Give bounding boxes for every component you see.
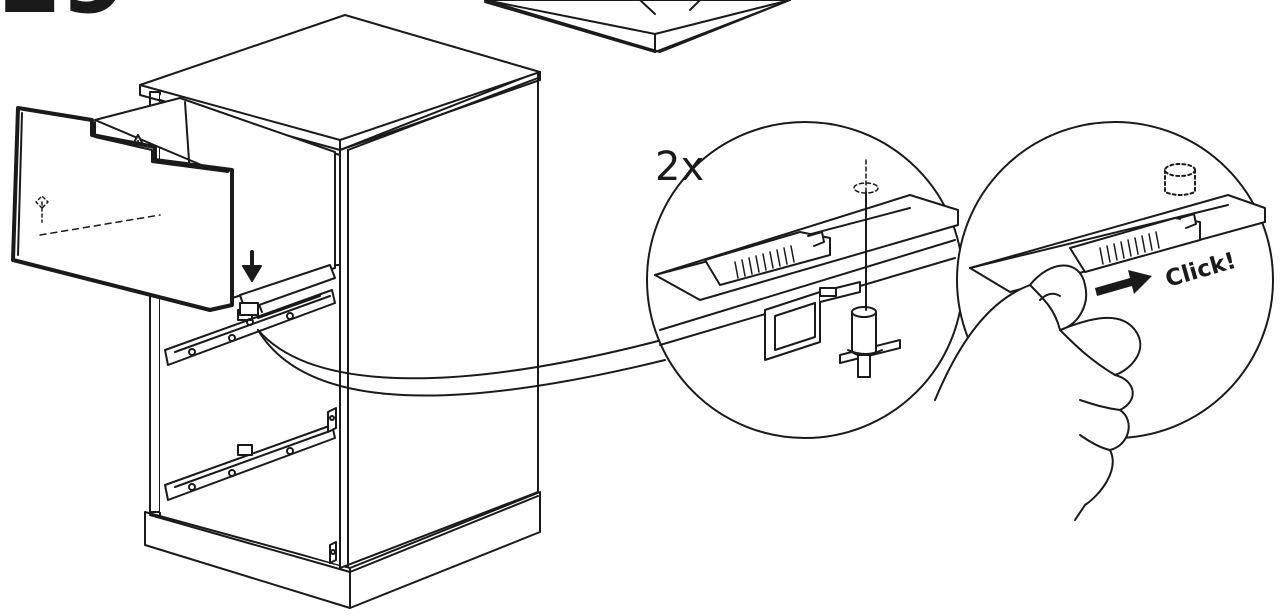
quantity-label: 2x (655, 144, 704, 190)
drawer (11, 97, 336, 326)
runner-bracket (764, 191, 901, 378)
detail-circle-after: Click! (934, 121, 1274, 521)
step-number: 19 (0, 0, 128, 35)
drawer-runner (239, 264, 336, 326)
hand-icon (934, 264, 1142, 521)
cabinet-base (144, 491, 541, 609)
drawer-clip (704, 231, 831, 286)
drawer-clip-engaged (1069, 213, 1201, 273)
cabinet-right-side (339, 71, 539, 569)
peg (1164, 163, 1196, 196)
runner-lower (164, 424, 336, 501)
drawer-front (11, 106, 234, 312)
down-arrow-icon (242, 250, 262, 282)
previous-step-fragment (484, 0, 791, 53)
cabinet-top (139, 14, 541, 151)
detail-circle-before: 2x (646, 121, 964, 439)
push-arrow-icon (1095, 270, 1152, 296)
callout-connector (257, 329, 666, 397)
